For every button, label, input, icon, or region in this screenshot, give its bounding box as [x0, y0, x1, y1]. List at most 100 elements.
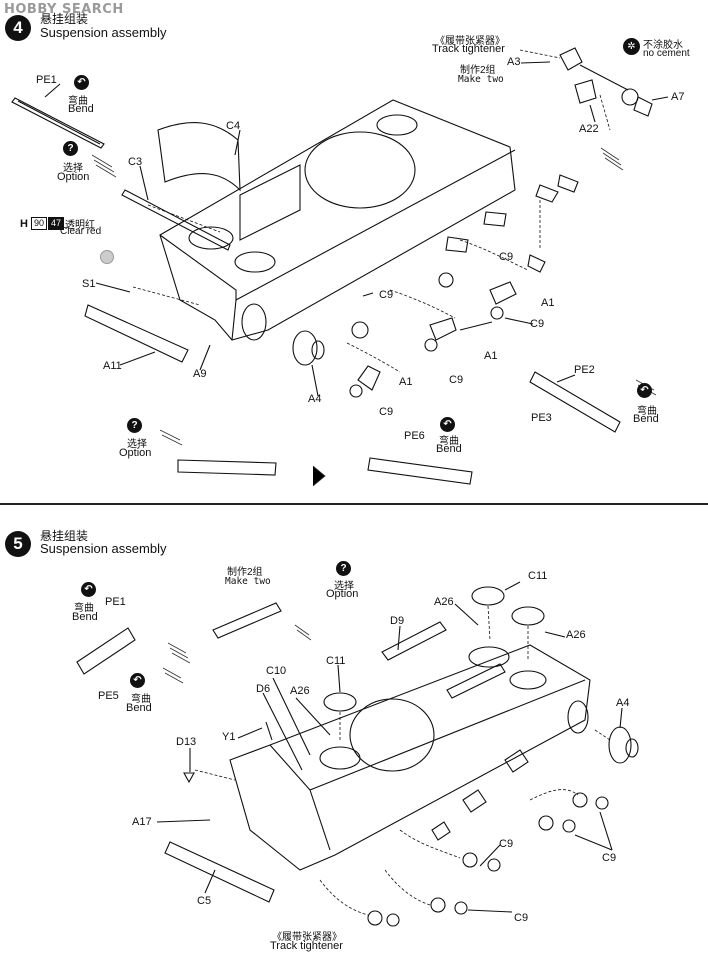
s5-label-d6: D6	[256, 683, 271, 695]
label-a9: A9	[193, 368, 207, 380]
pe1-pe5-part	[76, 627, 136, 675]
s5-label-c10: C10	[266, 665, 287, 677]
s5-label-c9-3: C9	[514, 912, 529, 924]
label-bend3-en: Bend	[436, 443, 462, 455]
step-4-diagram	[11, 47, 669, 487]
a11-fender	[84, 304, 189, 363]
s5-label-pe5: PE5	[98, 690, 119, 702]
label-bend-zh: 弯曲	[68, 96, 88, 107]
a4-sprocket	[292, 330, 318, 366]
label-option2-en: Option	[119, 447, 152, 459]
s5-make-two-zh: 制作2组	[227, 567, 263, 578]
track-tightener-en: Track tightener	[432, 43, 505, 55]
s5-label-c9-1: C9	[499, 838, 514, 850]
c3-bar	[121, 189, 231, 251]
bend-arrow-icon: ↶	[74, 75, 89, 90]
s5-label-pe1: PE1	[105, 596, 126, 608]
step-divider	[0, 503, 708, 505]
label-pe3: PE3	[531, 412, 552, 424]
label-c9-1: C9	[379, 289, 394, 301]
suspension-arms-step4	[349, 174, 579, 398]
bend-arrow-icon-4: ↶	[81, 582, 96, 597]
label-a11: A11	[103, 360, 122, 372]
bend-arrow-icon-5: ↶	[130, 673, 145, 688]
question-icon-3: ?	[336, 561, 351, 576]
c11-disc-2	[471, 586, 505, 606]
pe1-strip	[11, 97, 105, 149]
hull-body-step5	[229, 644, 591, 871]
watermark: HOBBY SEARCH	[4, 2, 124, 17]
bend-arrow-icon-3: ↶	[440, 417, 455, 432]
s5-label-a17: A17	[132, 816, 152, 828]
s5-bend-zh: 弯曲	[74, 603, 94, 614]
label-c9-2: C9	[449, 374, 464, 386]
label-s1: S1	[82, 278, 96, 290]
d9-grill-2	[446, 663, 506, 699]
s5-track-tightener-zh: 《履带张紧器》	[272, 932, 342, 943]
label-a22: A22	[579, 123, 599, 135]
clear-red-lens-icon	[100, 250, 114, 264]
s5-label-c9-2: C9	[602, 852, 617, 864]
c11-disc-1	[323, 692, 357, 712]
label-bend2-zh: 弯曲	[637, 406, 657, 417]
label-bend3-zh: 弯曲	[439, 436, 459, 447]
make-two-en: Make two	[458, 74, 504, 85]
hull-body	[159, 99, 516, 341]
turret-ring-step5	[349, 698, 435, 772]
step-4-badge: 4	[5, 15, 31, 41]
c4-plate	[157, 122, 241, 192]
motion-hatch-marks	[91, 147, 657, 487]
paint-h: H	[20, 217, 28, 230]
s5-label-a4: A4	[616, 697, 630, 709]
label-c9-5: C9	[499, 251, 514, 263]
c5-fender	[164, 841, 275, 903]
step-5-badge: 5	[5, 531, 31, 557]
s5-option-en: Option	[326, 588, 359, 600]
step-5-title-zh: 悬挂组装	[40, 529, 89, 543]
label-option-zh: 选择	[63, 163, 83, 174]
track-tightener-zh: 《履带张紧器》	[435, 36, 505, 47]
spare-grill	[212, 602, 282, 639]
s5-label-a26-1: A26	[434, 596, 454, 608]
label-option2-zh: 选择	[127, 439, 147, 450]
make-two-zh: 制作2组	[460, 65, 496, 76]
s5-track-tightener-en: Track tightener	[270, 940, 343, 952]
a4-sprocket-step5	[608, 726, 632, 764]
s5-label-y1: Y1	[222, 731, 236, 743]
s5-bend2-en: Bend	[126, 702, 152, 714]
track-tightener-parts	[559, 47, 653, 117]
label-a3: A3	[507, 56, 521, 68]
label-a7: A7	[671, 91, 685, 103]
turret-ring	[304, 131, 416, 209]
label-c9-3: C9	[379, 406, 394, 418]
s5-label-d13: D13	[176, 736, 197, 748]
label-c9-4: C9	[530, 318, 545, 330]
no-cement-zh: 不涂胶水	[643, 40, 683, 51]
label-bend-en: Bend	[68, 103, 94, 115]
option-strip	[177, 459, 277, 476]
paint-code: H 90 47 透明红	[20, 216, 95, 231]
label-c4: C4	[226, 120, 241, 132]
label-option-en: Option	[57, 171, 90, 183]
no-glue-icon: ✲	[623, 38, 640, 55]
s5-label-a26-2: A26	[566, 629, 586, 641]
no-cement-en: no cement	[643, 48, 690, 59]
d13-part	[183, 772, 195, 784]
s5-bend2-zh: 弯曲	[131, 694, 151, 705]
s5-label-c11-mid: C11	[326, 655, 346, 667]
pe2-pe3-strip	[529, 371, 621, 433]
paint-num2: 47	[47, 217, 64, 230]
y1-part	[265, 721, 273, 741]
c11-disc-3	[511, 606, 545, 626]
step-4-title-zh: 悬挂组装	[40, 12, 89, 26]
label-a1-3: A1	[541, 297, 555, 309]
s5-make-two-en: Make two	[225, 576, 271, 587]
question-icon-2: ?	[127, 418, 142, 433]
paint-en: Clear red	[60, 226, 102, 237]
step-5-title-en: Suspension assembly	[40, 541, 167, 556]
label-pe6: PE6	[404, 430, 425, 442]
label-pe2: PE2	[574, 364, 595, 376]
s5-option-zh: 选择	[334, 581, 354, 592]
